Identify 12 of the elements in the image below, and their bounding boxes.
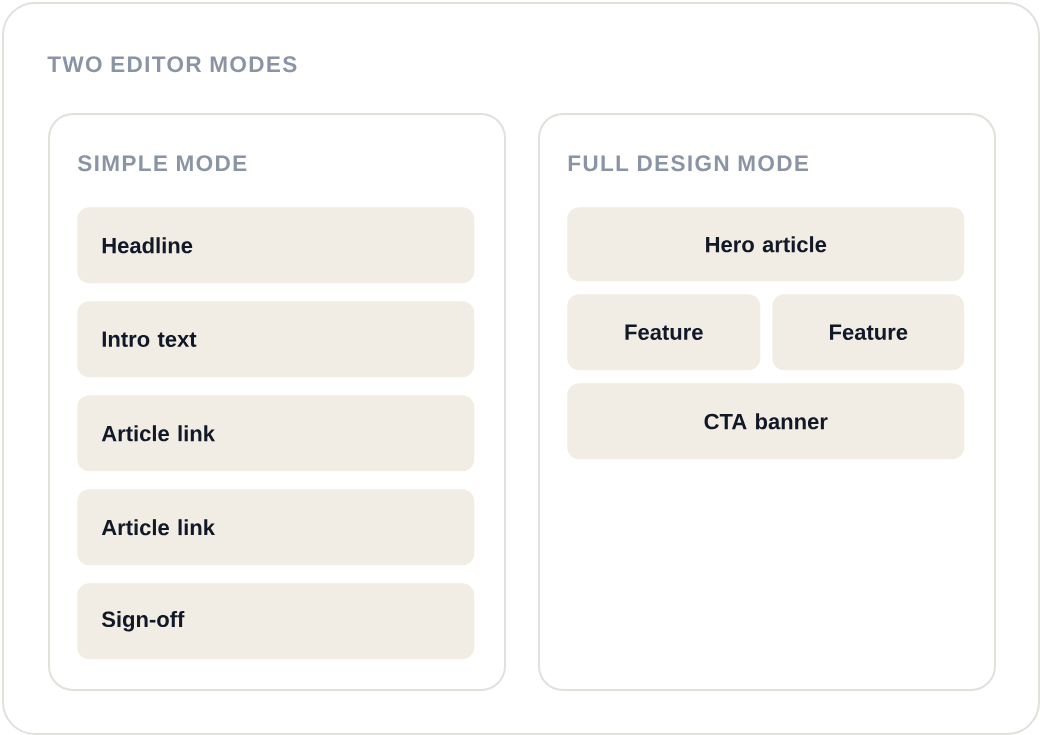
- content-block: Feature: [772, 294, 965, 371]
- section-heading: FULL DESIGN MODE: [568, 155, 809, 172]
- section-heading: TWO EDITOR MODES: [47, 56, 297, 73]
- content-block: Headline: [77, 207, 475, 284]
- content-block: Hero article: [567, 207, 965, 282]
- content-block: Sign-off: [77, 583, 475, 660]
- content-block: CTA banner: [567, 383, 965, 460]
- content-block: Feature: [567, 294, 761, 371]
- content-block: Intro text: [77, 301, 475, 378]
- content-block: Article link: [77, 489, 475, 566]
- content-block: Article link: [77, 395, 475, 472]
- section-heading: SIMPLE MODE: [77, 155, 247, 172]
